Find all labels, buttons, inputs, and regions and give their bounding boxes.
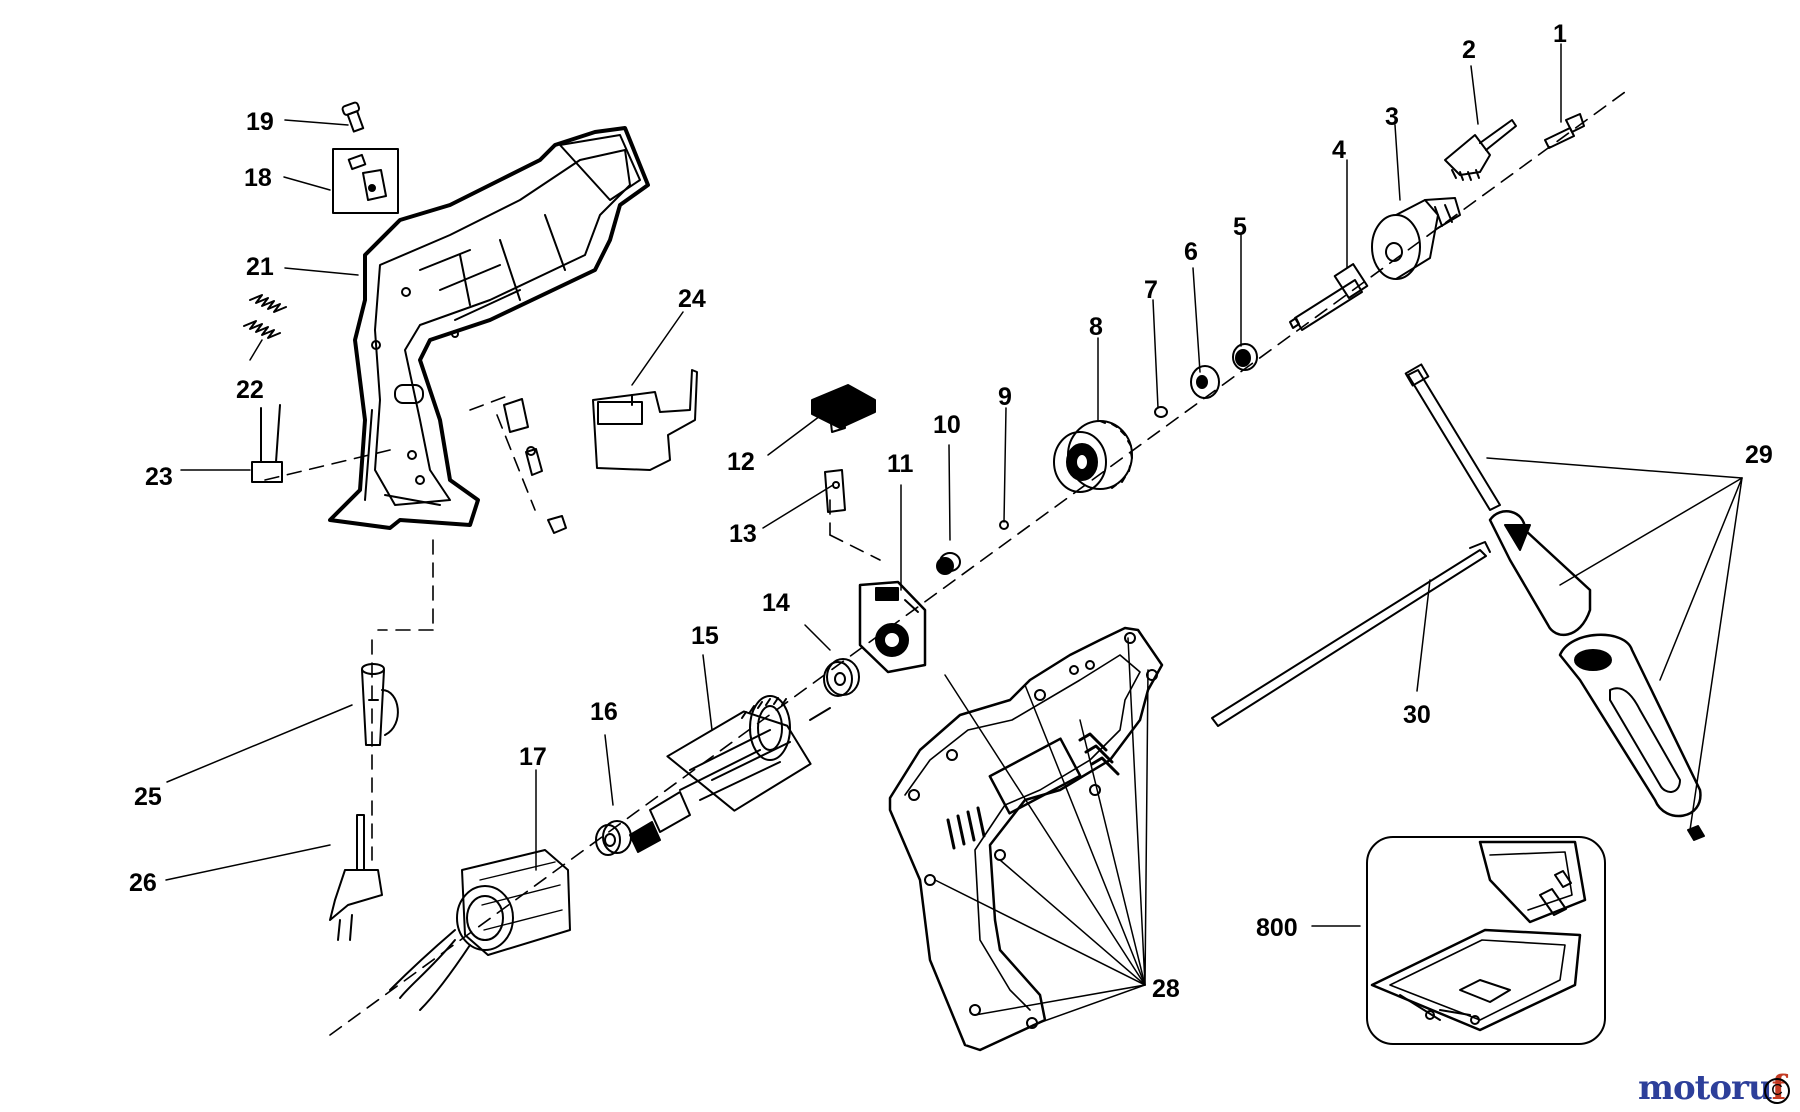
copyright-symbol: C	[1764, 1078, 1790, 1104]
part-10-bushing	[936, 552, 961, 575]
callout-12: 12	[727, 448, 755, 476]
part-brush-holder	[503, 398, 567, 534]
callout-15: 15	[691, 622, 719, 650]
callout-3: 3	[1385, 103, 1399, 131]
callout-7: 7	[1144, 276, 1158, 304]
callout-30: 30	[1403, 701, 1431, 729]
watermark-part-a: motoru	[1638, 1068, 1773, 1108]
part-4-spindle	[1289, 263, 1369, 331]
part-9-ball	[999, 520, 1009, 530]
callout-6: 6	[1184, 238, 1198, 266]
part-17-stator	[389, 849, 571, 1011]
callout-17: 17	[519, 743, 547, 771]
assembly-axis-lines	[264, 91, 1626, 1036]
callout-16: 16	[590, 698, 618, 726]
callout-23: 23	[145, 463, 173, 491]
part-26-mains-plug	[329, 814, 383, 941]
callout-21: 21	[246, 253, 274, 281]
callout-18: 18	[244, 164, 272, 192]
part-23-capacitor	[251, 404, 283, 483]
callout-9: 9	[998, 383, 1012, 411]
part-8-gear	[1053, 420, 1133, 493]
part-7-circlip	[1154, 406, 1168, 418]
callout-25: 25	[134, 783, 162, 811]
part-13-contact-plate	[824, 469, 846, 513]
leader-lines	[165, 43, 1743, 1026]
part-24-switch	[592, 369, 698, 471]
part-800-carrying-case	[1366, 836, 1606, 1045]
part-5-bearing	[1232, 343, 1258, 371]
part-12-selector-knob	[811, 384, 876, 433]
part-11-bearing-bracket	[858, 580, 927, 674]
part-3-drill-chuck	[1371, 197, 1461, 280]
part-19-screw	[341, 101, 365, 133]
part-29-side-handle	[1404, 363, 1705, 841]
part-18-carbon-brush	[332, 148, 399, 214]
leader-fan-28	[934, 637, 1149, 1026]
part-28-housing-half	[888, 626, 1164, 1052]
callout-11: 11	[887, 450, 914, 478]
callout-26: 26	[129, 869, 157, 897]
callout-24: 24	[678, 285, 706, 313]
callout-5: 5	[1233, 213, 1247, 241]
callout-28: 28	[1152, 975, 1180, 1003]
part-14-bearing	[823, 658, 860, 697]
part-21-housing-half	[328, 126, 650, 530]
callout-13: 13	[729, 520, 757, 548]
part-2-chuck-key	[1444, 119, 1517, 181]
callout-4: 4	[1332, 136, 1346, 164]
callout-14: 14	[762, 589, 790, 617]
part-22-springs	[243, 294, 287, 339]
callout-2: 2	[1462, 36, 1476, 64]
part-6-washer	[1190, 365, 1220, 399]
part-30-depth-rod	[1211, 541, 1491, 727]
callout-8: 8	[1089, 313, 1103, 341]
callout-29: 29	[1745, 441, 1773, 469]
part-25-cable-sleeve	[361, 663, 399, 746]
part-1-screw	[1544, 113, 1585, 149]
callout-800: 800	[1256, 914, 1298, 942]
callout-1: 1	[1553, 20, 1567, 48]
part-16-bearing	[595, 820, 632, 856]
part-15-armature	[629, 695, 831, 853]
callout-22: 22	[236, 376, 264, 404]
leader-fan-29	[1486, 457, 1743, 831]
callout-19: 19	[246, 108, 274, 136]
callout-10: 10	[933, 411, 961, 439]
